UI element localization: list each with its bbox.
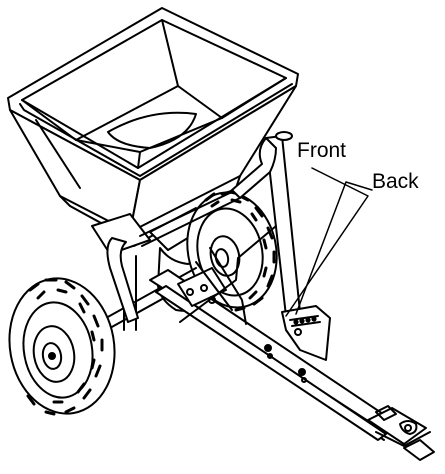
hopper: [7, 7, 299, 247]
hopper-bottom-opening: [75, 85, 223, 153]
hopper-inner-wall: [21, 19, 287, 169]
handle: [179, 131, 331, 361]
callout-back-label: Back: [372, 170, 419, 193]
frame: [69, 189, 435, 461]
callout-leaders: [285, 167, 373, 317]
hopper-bottom-ring: [107, 111, 197, 149]
wheel-front: [8, 277, 116, 416]
leader-front: [285, 167, 369, 317]
callout-front-label: Front: [297, 139, 347, 162]
leader-back: [295, 181, 373, 315]
